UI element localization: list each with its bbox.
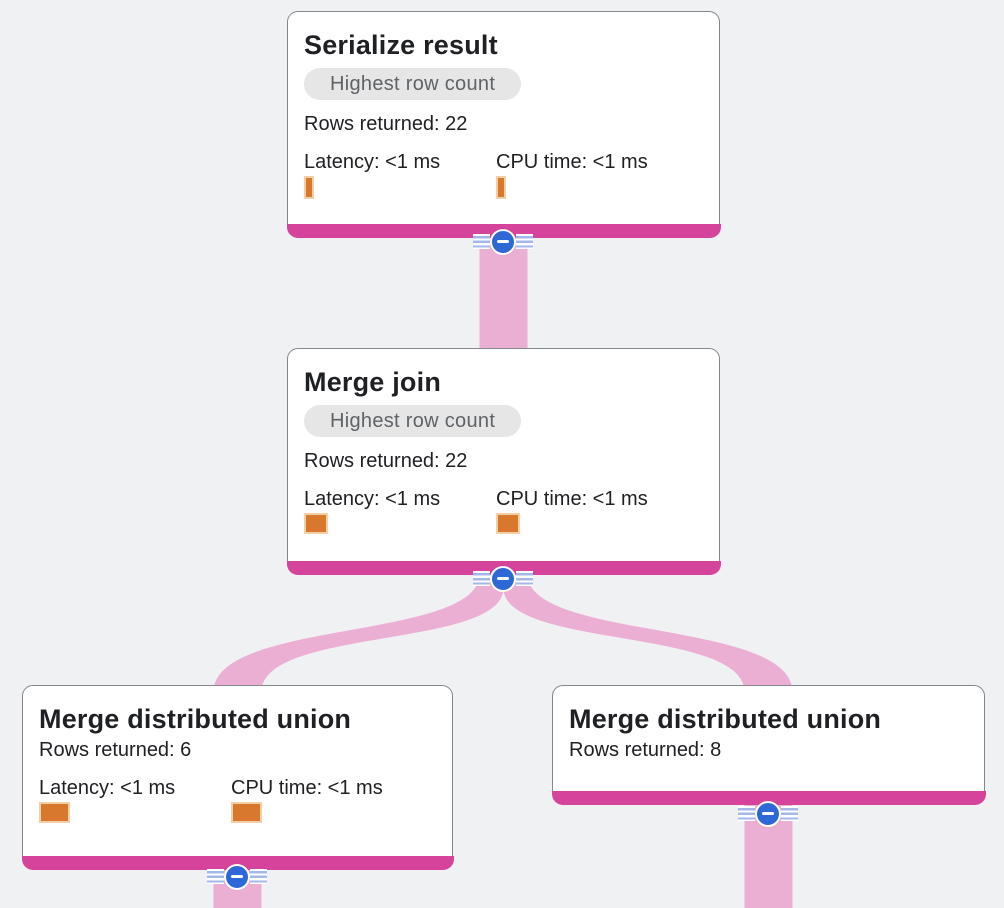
- latency-bar: [304, 513, 328, 534]
- collapse-circle: [755, 800, 781, 827]
- latency-label: Latency: <1 ms: [304, 488, 441, 510]
- rows-returned: Rows returned: 6: [39, 739, 192, 761]
- metrics-row: Latency: <1 ms CPU time: <1 ms: [304, 487, 703, 534]
- stripe-wing-right: [250, 869, 267, 884]
- rows-returned: Rows returned: 22: [304, 450, 468, 472]
- stripe-wing-left: [473, 571, 490, 586]
- collapse-button-union-left[interactable]: [207, 863, 267, 890]
- cpu-bar: [231, 802, 262, 823]
- highest-row-count-badge: Highest row count: [304, 405, 522, 437]
- node-title: Merge distributed union: [569, 704, 882, 734]
- latency-bar: [39, 802, 70, 823]
- collapse-circle: [490, 565, 516, 592]
- collapse-button-serialize-result[interactable]: [473, 228, 533, 255]
- minus-icon: [231, 874, 243, 879]
- cpu-label: CPU time: <1 ms: [231, 777, 383, 799]
- stripe-wing-left: [207, 869, 224, 884]
- metrics-row: Latency: <1 ms CPU time: <1 ms: [304, 150, 703, 199]
- stripe-wing-right: [516, 234, 533, 249]
- latency-metric: Latency: <1 ms: [39, 776, 231, 823]
- collapse-circle: [490, 228, 516, 255]
- stripe-wing-left: [738, 806, 755, 821]
- collapse-circle: [224, 863, 250, 890]
- collapse-button-merge-join[interactable]: [473, 565, 533, 592]
- latency-label: Latency: <1 ms: [304, 151, 441, 173]
- highest-row-count-badge: Highest row count: [304, 68, 522, 100]
- node-title: Merge distributed union: [39, 704, 352, 734]
- rows-returned: Rows returned: 8: [569, 739, 722, 761]
- latency-metric: Latency: <1 ms: [304, 150, 496, 199]
- connector-serialize-to-merge-join: [479, 228, 528, 352]
- minus-icon: [497, 576, 509, 581]
- cpu-bar: [496, 176, 506, 199]
- cpu-label: CPU time: <1 ms: [496, 151, 648, 173]
- accent-bar: [551, 791, 986, 805]
- plan-node-merge-distributed-union-left[interactable]: Merge distributed union Rows returned: 6…: [21, 685, 454, 870]
- connector-merge-join-to-right-union: [503, 574, 793, 692]
- rows-returned: Rows returned: 22: [304, 113, 468, 135]
- connector-right-union-child: [744, 796, 793, 908]
- cpu-label: CPU time: <1 ms: [496, 488, 648, 510]
- plan-node-serialize-result[interactable]: Serialize result Highest row count Rows …: [286, 11, 721, 238]
- node-title: Serialize result: [304, 30, 498, 60]
- latency-bar: [304, 176, 314, 199]
- plan-node-merge-join[interactable]: Merge join Highest row count Rows return…: [286, 348, 721, 575]
- connector-merge-join-to-left-union: [213, 574, 504, 692]
- minus-icon: [497, 239, 509, 244]
- cpu-metric: CPU time: <1 ms: [496, 150, 688, 199]
- collapse-button-union-right[interactable]: [738, 800, 798, 827]
- metrics-row: Latency: <1 ms CPU time: <1 ms: [39, 776, 436, 823]
- latency-metric: Latency: <1 ms: [304, 487, 496, 534]
- latency-label: Latency: <1 ms: [39, 777, 176, 799]
- minus-icon: [762, 811, 774, 816]
- cpu-bar: [496, 513, 520, 534]
- stripe-wing-left: [473, 234, 490, 249]
- stripe-wing-right: [781, 806, 798, 821]
- plan-node-merge-distributed-union-right[interactable]: Merge distributed union Rows returned: 8: [551, 685, 986, 805]
- node-title: Merge join: [304, 367, 442, 397]
- cpu-metric: CPU time: <1 ms: [496, 487, 688, 534]
- accent-bar: [21, 856, 454, 870]
- cpu-metric: CPU time: <1 ms: [231, 776, 423, 823]
- stripe-wing-right: [516, 571, 533, 586]
